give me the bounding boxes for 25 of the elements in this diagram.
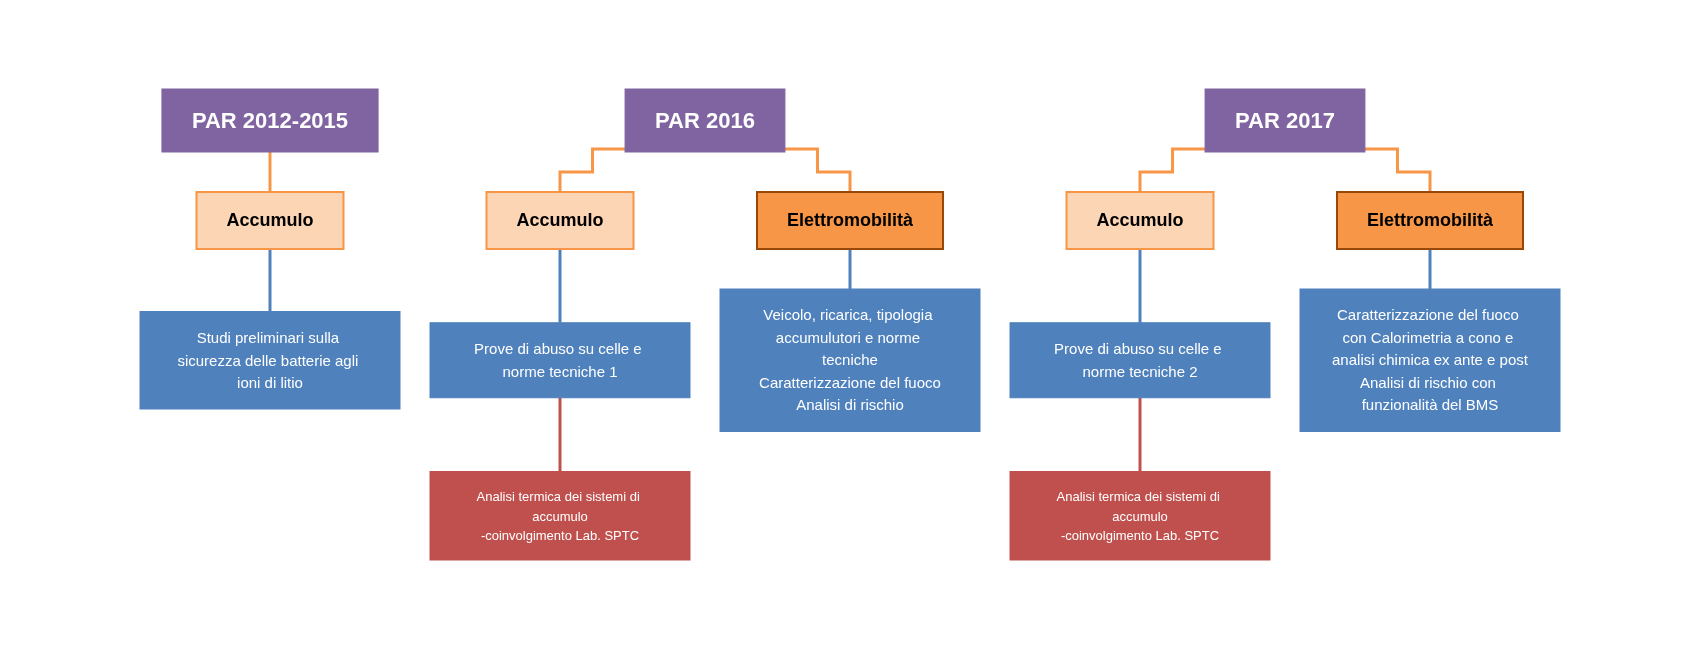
node-box: Veicolo, ricarica, tipologia accumulutori e norme tecniche Caratterizzazione del fuoco Analisi di rischio [719, 288, 980, 432]
connector [268, 150, 271, 193]
node-box: Elettromobilità [1335, 190, 1524, 250]
node-box: Accumulo [195, 190, 344, 250]
node-box: Analisi termica dei sistemi di accumulo -coinvolgimento Lab. SPTC [1009, 470, 1270, 560]
connector [1428, 247, 1431, 290]
node-box: Accumulo [485, 190, 634, 250]
connector [784, 146, 851, 193]
node-box: Caratterizzazione del fuoco con Calorimetria a cono e analisi chimica ex ante e post Analisi di rischio con funzionalità del BMS [1299, 288, 1560, 432]
node-box: Elettromobilità [755, 190, 944, 250]
node-box: PAR 2012-2015 [160, 88, 379, 152]
connector [1364, 146, 1431, 193]
node-box: Accumulo [1065, 190, 1214, 250]
node-box: Prove di abuso su celle e norme tecniche 1 [429, 321, 690, 398]
connector [1138, 146, 1205, 193]
node-box: PAR 2017 [1204, 88, 1365, 152]
node-box: Analisi termica dei sistemi di accumulo -coinvolgimento Lab. SPTC [429, 470, 690, 560]
connector [1138, 247, 1141, 324]
node-box: Prove di abuso su celle e norme tecniche 2 [1009, 321, 1270, 398]
node-box: Studi preliminari sulla sicurezza delle batterie agli ioni di litio [139, 310, 400, 409]
connector [558, 247, 561, 324]
connector [848, 247, 851, 290]
connector [558, 146, 625, 193]
connector [268, 247, 271, 313]
node-box: PAR 2016 [624, 88, 785, 152]
